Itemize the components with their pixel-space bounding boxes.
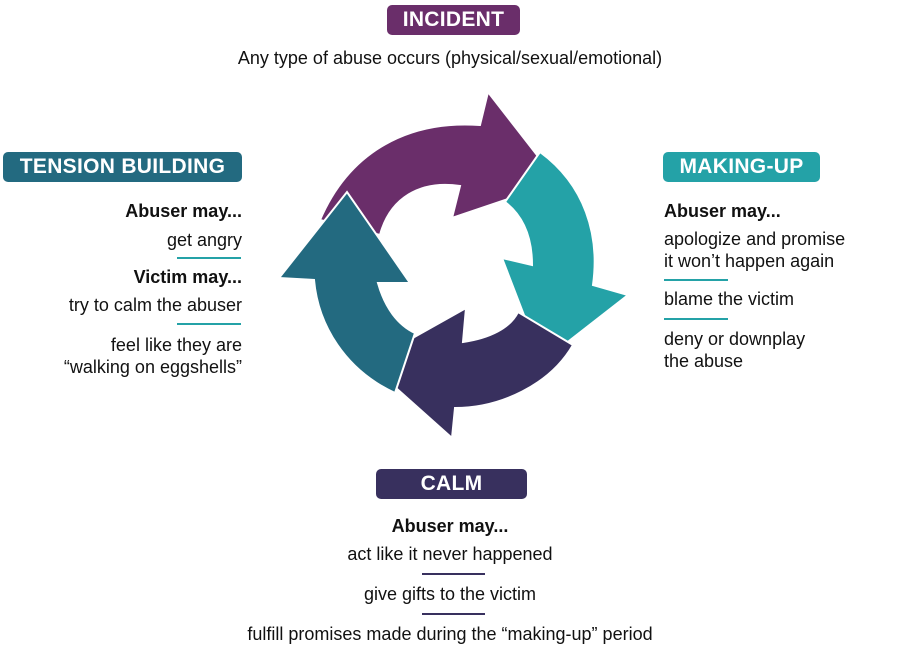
calm-item: act like it never happened [347,544,553,564]
making-up-item: deny or downplay [664,329,806,349]
divider [422,573,485,575]
making-up-arrow [500,150,631,364]
incident-badge: INCIDENT [387,5,520,35]
incident-arrow [318,89,560,237]
divider [664,318,728,320]
tension-building-badge: TENSION BUILDING [3,152,242,182]
divider [664,279,728,281]
making-up-item: the abuse [664,351,744,371]
making-up-abuser-heading: Abuser may... [664,201,781,221]
tension-victim-item: feel like they are [110,335,242,355]
calm-badge: CALM [376,469,527,499]
tension-abuser-heading: Abuser may... [125,201,242,221]
divider [177,323,241,325]
incident-description: Any type of abuse occurs (physical/sexua… [237,48,663,68]
cycle-diagram [277,89,631,441]
tension-victim-heading: Victim may... [133,267,242,287]
making-up-badge: MAKING-UP [663,152,820,182]
calm-item: fulfill promises made during the “making… [247,624,653,644]
divider [422,613,485,615]
making-up-item: it won’t happen again [664,251,835,271]
calm-arrow [366,306,575,441]
making-up-item: apologize and promise [664,229,846,249]
divider [177,257,241,259]
calm-item: give gifts to the victim [363,584,537,604]
making-up-item: blame the victim [664,289,795,309]
tension-building-arrow [277,190,417,395]
tension-victim-item: try to calm the abuser [68,295,242,315]
tension-victim-item: “walking on eggshells” [63,357,242,377]
calm-abuser-heading: Abuser may... [391,516,509,536]
tension-abuser-item: get angry [166,230,242,250]
